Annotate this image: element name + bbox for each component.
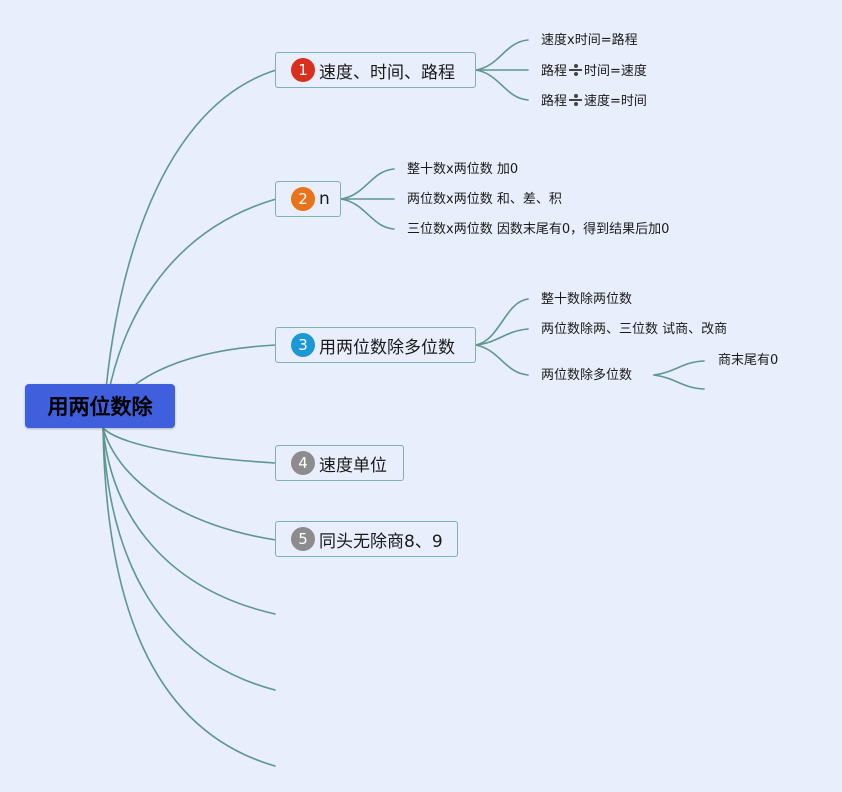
subtopic-quotient-trailing-zero[interactable]: 商末尾有0 (718, 353, 778, 369)
subtopic-speed-times-time[interactable]: 速度x时间=路程 (541, 33, 638, 49)
divide-icon (568, 93, 583, 107)
subtopic-tens-divide-two-digit[interactable]: 整十数除两位数 (541, 292, 632, 308)
subtopic-three-digit-times-two-digit[interactable]: 三位数x两位数 因数末尾有0，得到结果后加0 (407, 222, 669, 238)
subtopic-two-digit-divide-two-three-digit[interactable]: 两位数除两、三位数 试商、改商 (541, 322, 727, 338)
subtopic-label: 两位数除多位数 (541, 368, 633, 383)
topic-label: n (319, 189, 330, 209)
divide-icon (568, 63, 583, 77)
subtopic-label: 商末尾有0 (718, 353, 779, 368)
subtopic-label-left: 路程 (541, 64, 568, 79)
link-3-c (475, 344, 529, 376)
root-label: 用两位数除 (47, 395, 153, 419)
topic-label: 速度、时间、路程 (319, 62, 455, 83)
subtopic-label: 两位数x两位数 和、差、积 (407, 192, 562, 207)
link-3c-empty (653, 374, 705, 390)
link-root-empty-1 (102, 427, 276, 615)
subtopic-label-left: 路程 (541, 94, 568, 109)
link-1-a (475, 39, 529, 71)
link-root-topic-1 (102, 69, 277, 429)
priority-badge-2: 2 (291, 187, 315, 211)
subtopic-tens-times-two-digit[interactable]: 整十数x两位数 加0 (407, 162, 518, 178)
subtopic-label-right: 时间=速度 (584, 64, 647, 79)
subtopic-distance-div-time[interactable]: 路程 时间=速度 (541, 63, 647, 80)
link-root-topic-5 (102, 427, 277, 541)
subtopic-two-digit-divide-multi-digit[interactable]: 两位数除多位数 (541, 368, 632, 384)
link-root-topic-4 (102, 427, 277, 464)
topic-divide-multi-digit[interactable]: 3 用两位数除多位数 (275, 327, 476, 363)
link-2-a (340, 168, 395, 200)
subtopic-label: 两位数除两、三位数 试商、改商 (541, 322, 728, 337)
link-3-a (475, 298, 529, 346)
topic-speed-time-distance[interactable]: 1 速度、时间、路程 (275, 52, 476, 88)
link-3c-a (653, 360, 705, 376)
subtopic-distance-div-speed[interactable]: 路程 速度=时间 (541, 93, 647, 110)
subtopic-label: 速度x时间=路程 (541, 33, 638, 48)
link-1-c (475, 69, 529, 101)
priority-badge-1: 1 (291, 58, 315, 82)
topic-label: 用两位数除多位数 (319, 337, 455, 358)
subtopic-label-right: 速度=时间 (584, 94, 647, 109)
topic-label: 速度单位 (319, 455, 387, 476)
link-3-b (475, 328, 529, 346)
link-root-empty-2 (102, 427, 276, 691)
subtopic-two-digit-times-two-digit[interactable]: 两位数x两位数 和、差、积 (407, 192, 562, 208)
priority-badge-3: 3 (291, 333, 315, 357)
priority-badge-5: 5 (291, 527, 315, 551)
subtopic-label: 三位数x两位数 因数末尾有0，得到结果后加0 (407, 222, 670, 237)
root-topic[interactable]: 用两位数除 (25, 384, 175, 428)
subtopic-label: 整十数除两位数 (541, 292, 633, 307)
topic-n[interactable]: 2 n (275, 181, 341, 217)
link-2-c (340, 198, 395, 230)
link-root-empty-3 (102, 427, 276, 767)
topic-speed-units[interactable]: 4 速度单位 (275, 445, 404, 481)
priority-badge-4: 4 (291, 451, 315, 475)
subtopic-label: 整十数x两位数 加0 (407, 162, 519, 177)
topic-same-head-rule[interactable]: 5 同头无除商8、9 (275, 521, 458, 557)
topic-label: 同头无除商8、9 (319, 531, 443, 552)
